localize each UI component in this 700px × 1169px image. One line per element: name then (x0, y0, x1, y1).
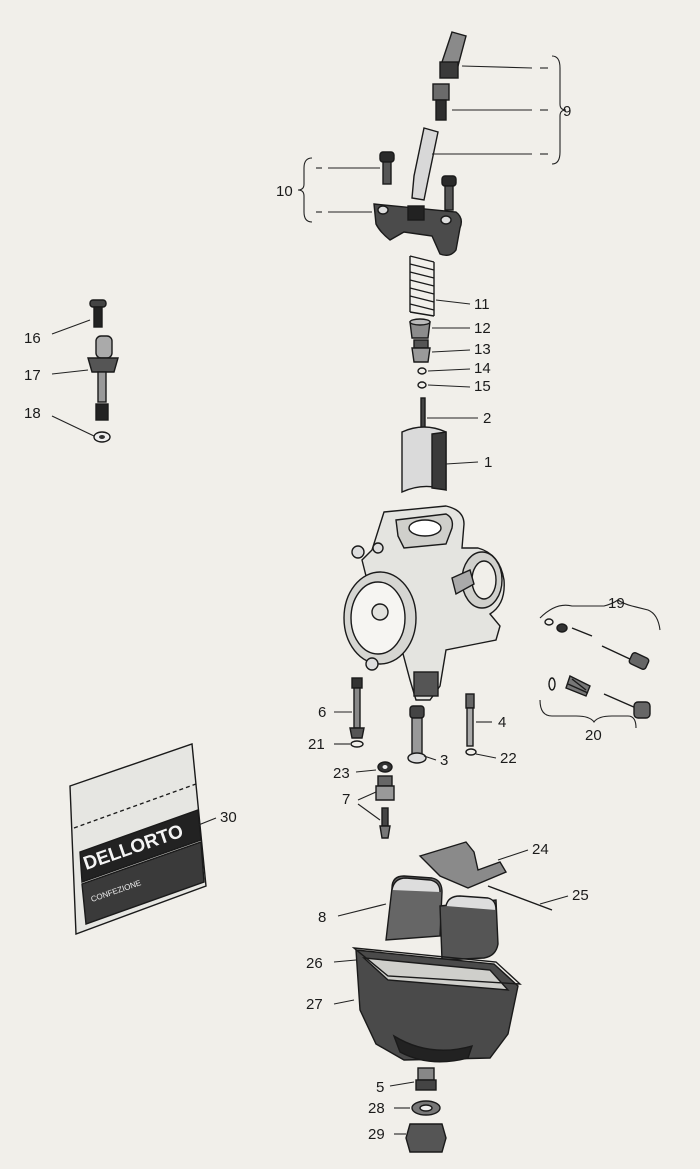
gasket-kit-bag: DELLORTO CONFEZIONE (69, 743, 207, 935)
label-4: 4 (498, 714, 506, 731)
needle-retainer (409, 318, 431, 339)
label-6: 6 (318, 704, 326, 721)
label-30: 30 (220, 809, 237, 826)
label-3: 3 (440, 752, 448, 769)
label-7: 7 (342, 791, 350, 808)
float-arm-24 (418, 841, 508, 889)
throttle-slide (401, 426, 447, 494)
float-pin-25 (487, 885, 553, 911)
label-1: 1 (484, 454, 492, 471)
label-5: 5 (376, 1079, 384, 1096)
label-8: 8 (318, 909, 326, 926)
carburetor-body (343, 505, 505, 701)
label-24: 24 (532, 841, 549, 858)
label-29: 29 (368, 1126, 385, 1143)
needle-clip-holder (411, 339, 431, 363)
label-15: 15 (474, 378, 491, 395)
clip-14 (417, 367, 427, 375)
label-26: 26 (306, 955, 323, 972)
washer-21 (350, 740, 364, 748)
label-18: 18 (24, 405, 41, 422)
float-bowl-27 (351, 947, 522, 1063)
label-23: 23 (333, 765, 350, 782)
label-19: 19 (608, 595, 625, 612)
label-22: 22 (500, 750, 517, 767)
label-14: 14 (474, 360, 491, 377)
cable-adjuster-assembly (411, 31, 467, 201)
label-17: 17 (24, 367, 41, 384)
clip-15 (417, 381, 427, 389)
idle-screw-assembly-19 (544, 618, 650, 670)
main-jet-holder-3 (407, 705, 427, 764)
label-13: 13 (474, 341, 491, 358)
idle-jet-4 (465, 693, 475, 747)
label-25: 25 (572, 887, 589, 904)
label-12: 12 (474, 320, 491, 337)
label-28: 28 (368, 1100, 385, 1117)
label-27: 27 (306, 996, 323, 1013)
mixture-screw-assembly-20 (548, 675, 651, 719)
part-23 (377, 761, 393, 773)
needle-jet-6 (349, 677, 365, 739)
label-11: 11 (474, 296, 490, 313)
throttle-spring (409, 255, 435, 317)
label-16: 16 (24, 330, 41, 347)
label-21: 21 (308, 736, 325, 753)
label-2: 2 (483, 410, 491, 427)
label-20: 20 (585, 727, 602, 744)
part-7 (375, 775, 395, 839)
float-8 (385, 875, 499, 961)
cover-and-screws (373, 151, 463, 257)
drain-parts (405, 1067, 447, 1153)
washer-22 (465, 748, 477, 756)
label-9: 9 (563, 103, 571, 120)
label-10: 10 (276, 183, 293, 200)
choke-assembly (87, 299, 119, 443)
